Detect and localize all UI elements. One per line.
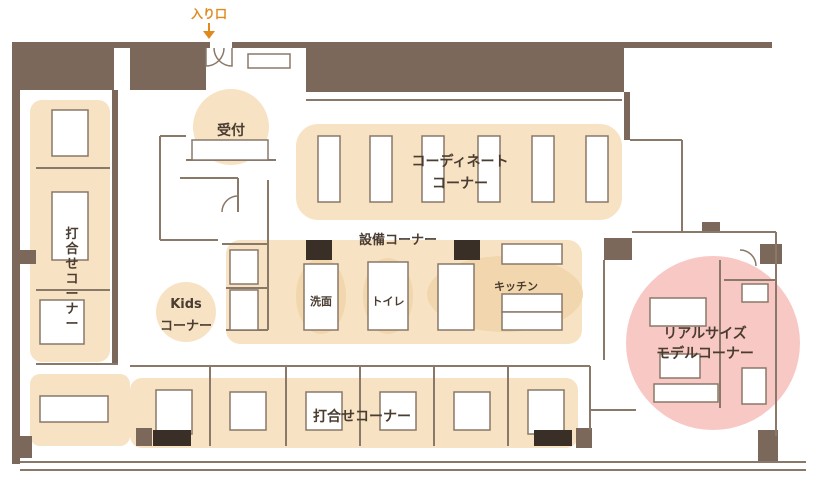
coordinate-tables bbox=[317, 135, 609, 203]
meeting-tables bbox=[39, 109, 565, 435]
model-zone bbox=[626, 256, 800, 430]
zone-labels: 受付 コーディネート コーナー 設備コーナー 洗面 トイレ キッチン Kids … bbox=[65, 122, 753, 425]
entrance-label: 入り口 bbox=[191, 7, 227, 21]
equipment-accents bbox=[153, 240, 572, 446]
entrance-marker: 入り口 bbox=[191, 7, 227, 39]
kids-label-line1: Kids bbox=[170, 297, 202, 312]
meeting-label-vertical: 打 合 せ コ ー ナ ー bbox=[65, 226, 79, 332]
coordinate-label-line2: コーナー bbox=[432, 176, 488, 192]
kids-zone bbox=[156, 282, 216, 342]
doors bbox=[205, 47, 757, 267]
reception-label: 受付 bbox=[217, 122, 245, 139]
meeting-vertical-char: せ bbox=[65, 257, 78, 272]
model-label-line2: モデルコーナー bbox=[656, 345, 754, 362]
meeting-vertical-char: ー bbox=[65, 287, 78, 302]
interior-lines bbox=[20, 99, 806, 471]
meeting-vertical-char: コ bbox=[65, 272, 78, 287]
meeting-bottom-label: 打合せコーナー bbox=[313, 408, 411, 425]
model-label-line1: リアルサイズ bbox=[663, 325, 746, 342]
reception-counter bbox=[191, 53, 291, 161]
toilet-label: トイレ bbox=[372, 295, 405, 308]
coordinate-label-line1: コーディネート bbox=[411, 153, 508, 170]
meeting-vertical-char: ー bbox=[65, 317, 78, 332]
washroom-label: 洗面 bbox=[310, 294, 332, 308]
equipment-label: 設備コーナー bbox=[359, 232, 437, 248]
meeting-vertical-char: 合 bbox=[65, 241, 79, 257]
meeting-vertical-char: 打 bbox=[65, 226, 78, 242]
kids-label-line2: コーナー bbox=[160, 319, 212, 334]
equipment-fixtures bbox=[229, 243, 769, 405]
meeting-vertical-char: ナ bbox=[65, 302, 78, 317]
kitchen-label: キッチン bbox=[494, 280, 538, 293]
coordinate-zone bbox=[296, 124, 622, 220]
